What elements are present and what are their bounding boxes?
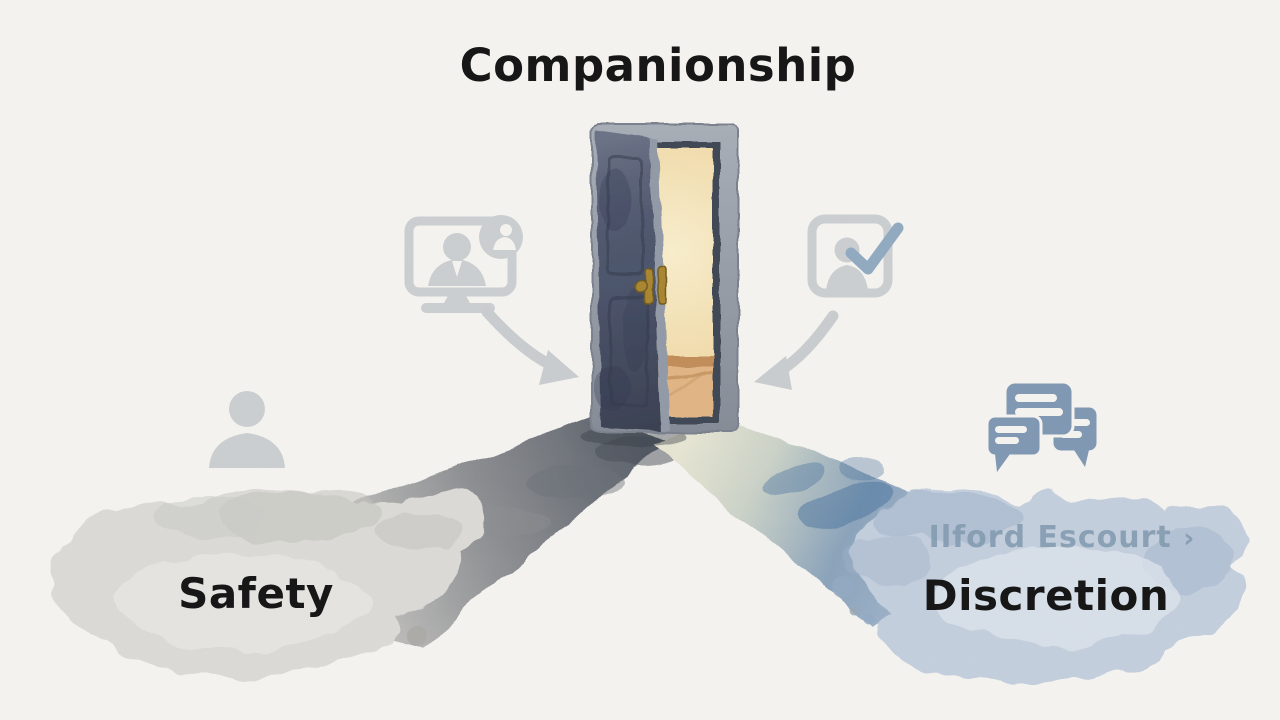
paint-dot <box>832 576 854 598</box>
door <box>582 123 739 446</box>
watermark-text: Ilford Escourt <box>928 520 1172 555</box>
paint-dot <box>863 613 875 625</box>
badge-person-head <box>500 224 512 236</box>
paint-dot <box>407 626 427 646</box>
watermark: Ilford Escourt › <box>902 521 1222 554</box>
left-path-label: Safety <box>178 569 334 618</box>
bubble-line <box>995 437 1019 444</box>
page-title: Companionship <box>459 39 857 92</box>
road-stain <box>840 460 884 480</box>
blob-stain <box>157 496 267 536</box>
handle-knob <box>634 280 648 294</box>
caller-head <box>443 233 471 261</box>
person-head <box>229 391 265 427</box>
bubble <box>985 414 1043 458</box>
bubble-line <box>995 426 1027 433</box>
right-path-label: Discretion <box>922 571 1170 620</box>
blob-stain <box>378 514 462 550</box>
handle-plate <box>657 265 667 305</box>
leaf-stain <box>599 170 631 230</box>
call-badge <box>479 215 523 259</box>
monitor-base <box>421 303 495 313</box>
bubble-line <box>1015 394 1057 402</box>
paint-dot <box>849 606 859 616</box>
watermark-arrow-icon: › <box>1183 523 1196 554</box>
road-stain <box>527 467 623 497</box>
